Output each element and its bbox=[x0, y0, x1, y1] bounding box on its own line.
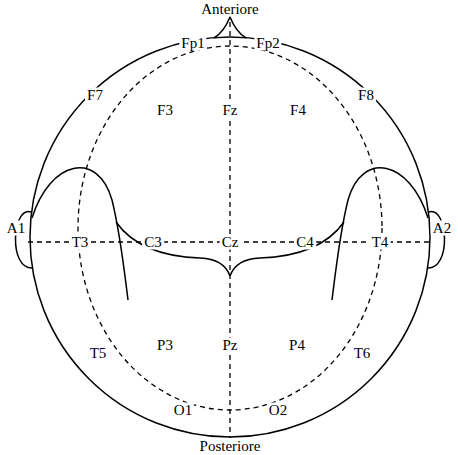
left-ear-contour bbox=[32, 168, 128, 300]
midline bbox=[229, 22, 230, 438]
electrode-label: O2 bbox=[267, 403, 289, 418]
electrode-label: T4 bbox=[370, 235, 391, 250]
electrode-label: C3 bbox=[142, 235, 164, 250]
left-brace bbox=[116, 222, 230, 276]
electrode-label: Fp2 bbox=[254, 36, 281, 51]
electrode-label: Cz bbox=[220, 235, 241, 250]
electrode-label: Fp1 bbox=[179, 36, 206, 51]
electrode-label: F7 bbox=[85, 88, 105, 103]
electrode-label: T5 bbox=[88, 346, 109, 361]
right-ear-contour bbox=[332, 168, 428, 300]
electrode-label: O1 bbox=[172, 403, 194, 418]
electrode-label: T6 bbox=[352, 346, 373, 361]
electrode-label: A2 bbox=[431, 221, 453, 236]
electrode-label: F8 bbox=[356, 88, 376, 103]
direction-label: Anteriore bbox=[199, 2, 260, 17]
electrode-label: Fz bbox=[221, 103, 240, 118]
electrode-label: F4 bbox=[288, 103, 308, 118]
direction-label: Posteriore bbox=[198, 439, 263, 454]
electrode-label: T3 bbox=[70, 235, 91, 250]
electrode-label: P3 bbox=[155, 338, 175, 353]
right-brace bbox=[230, 222, 344, 276]
electrode-label: C4 bbox=[294, 235, 316, 250]
electrode-label: A1 bbox=[5, 221, 27, 236]
electrode-label: Pz bbox=[221, 338, 240, 353]
electrode-label: F3 bbox=[155, 103, 175, 118]
electrode-label: P4 bbox=[287, 338, 307, 353]
